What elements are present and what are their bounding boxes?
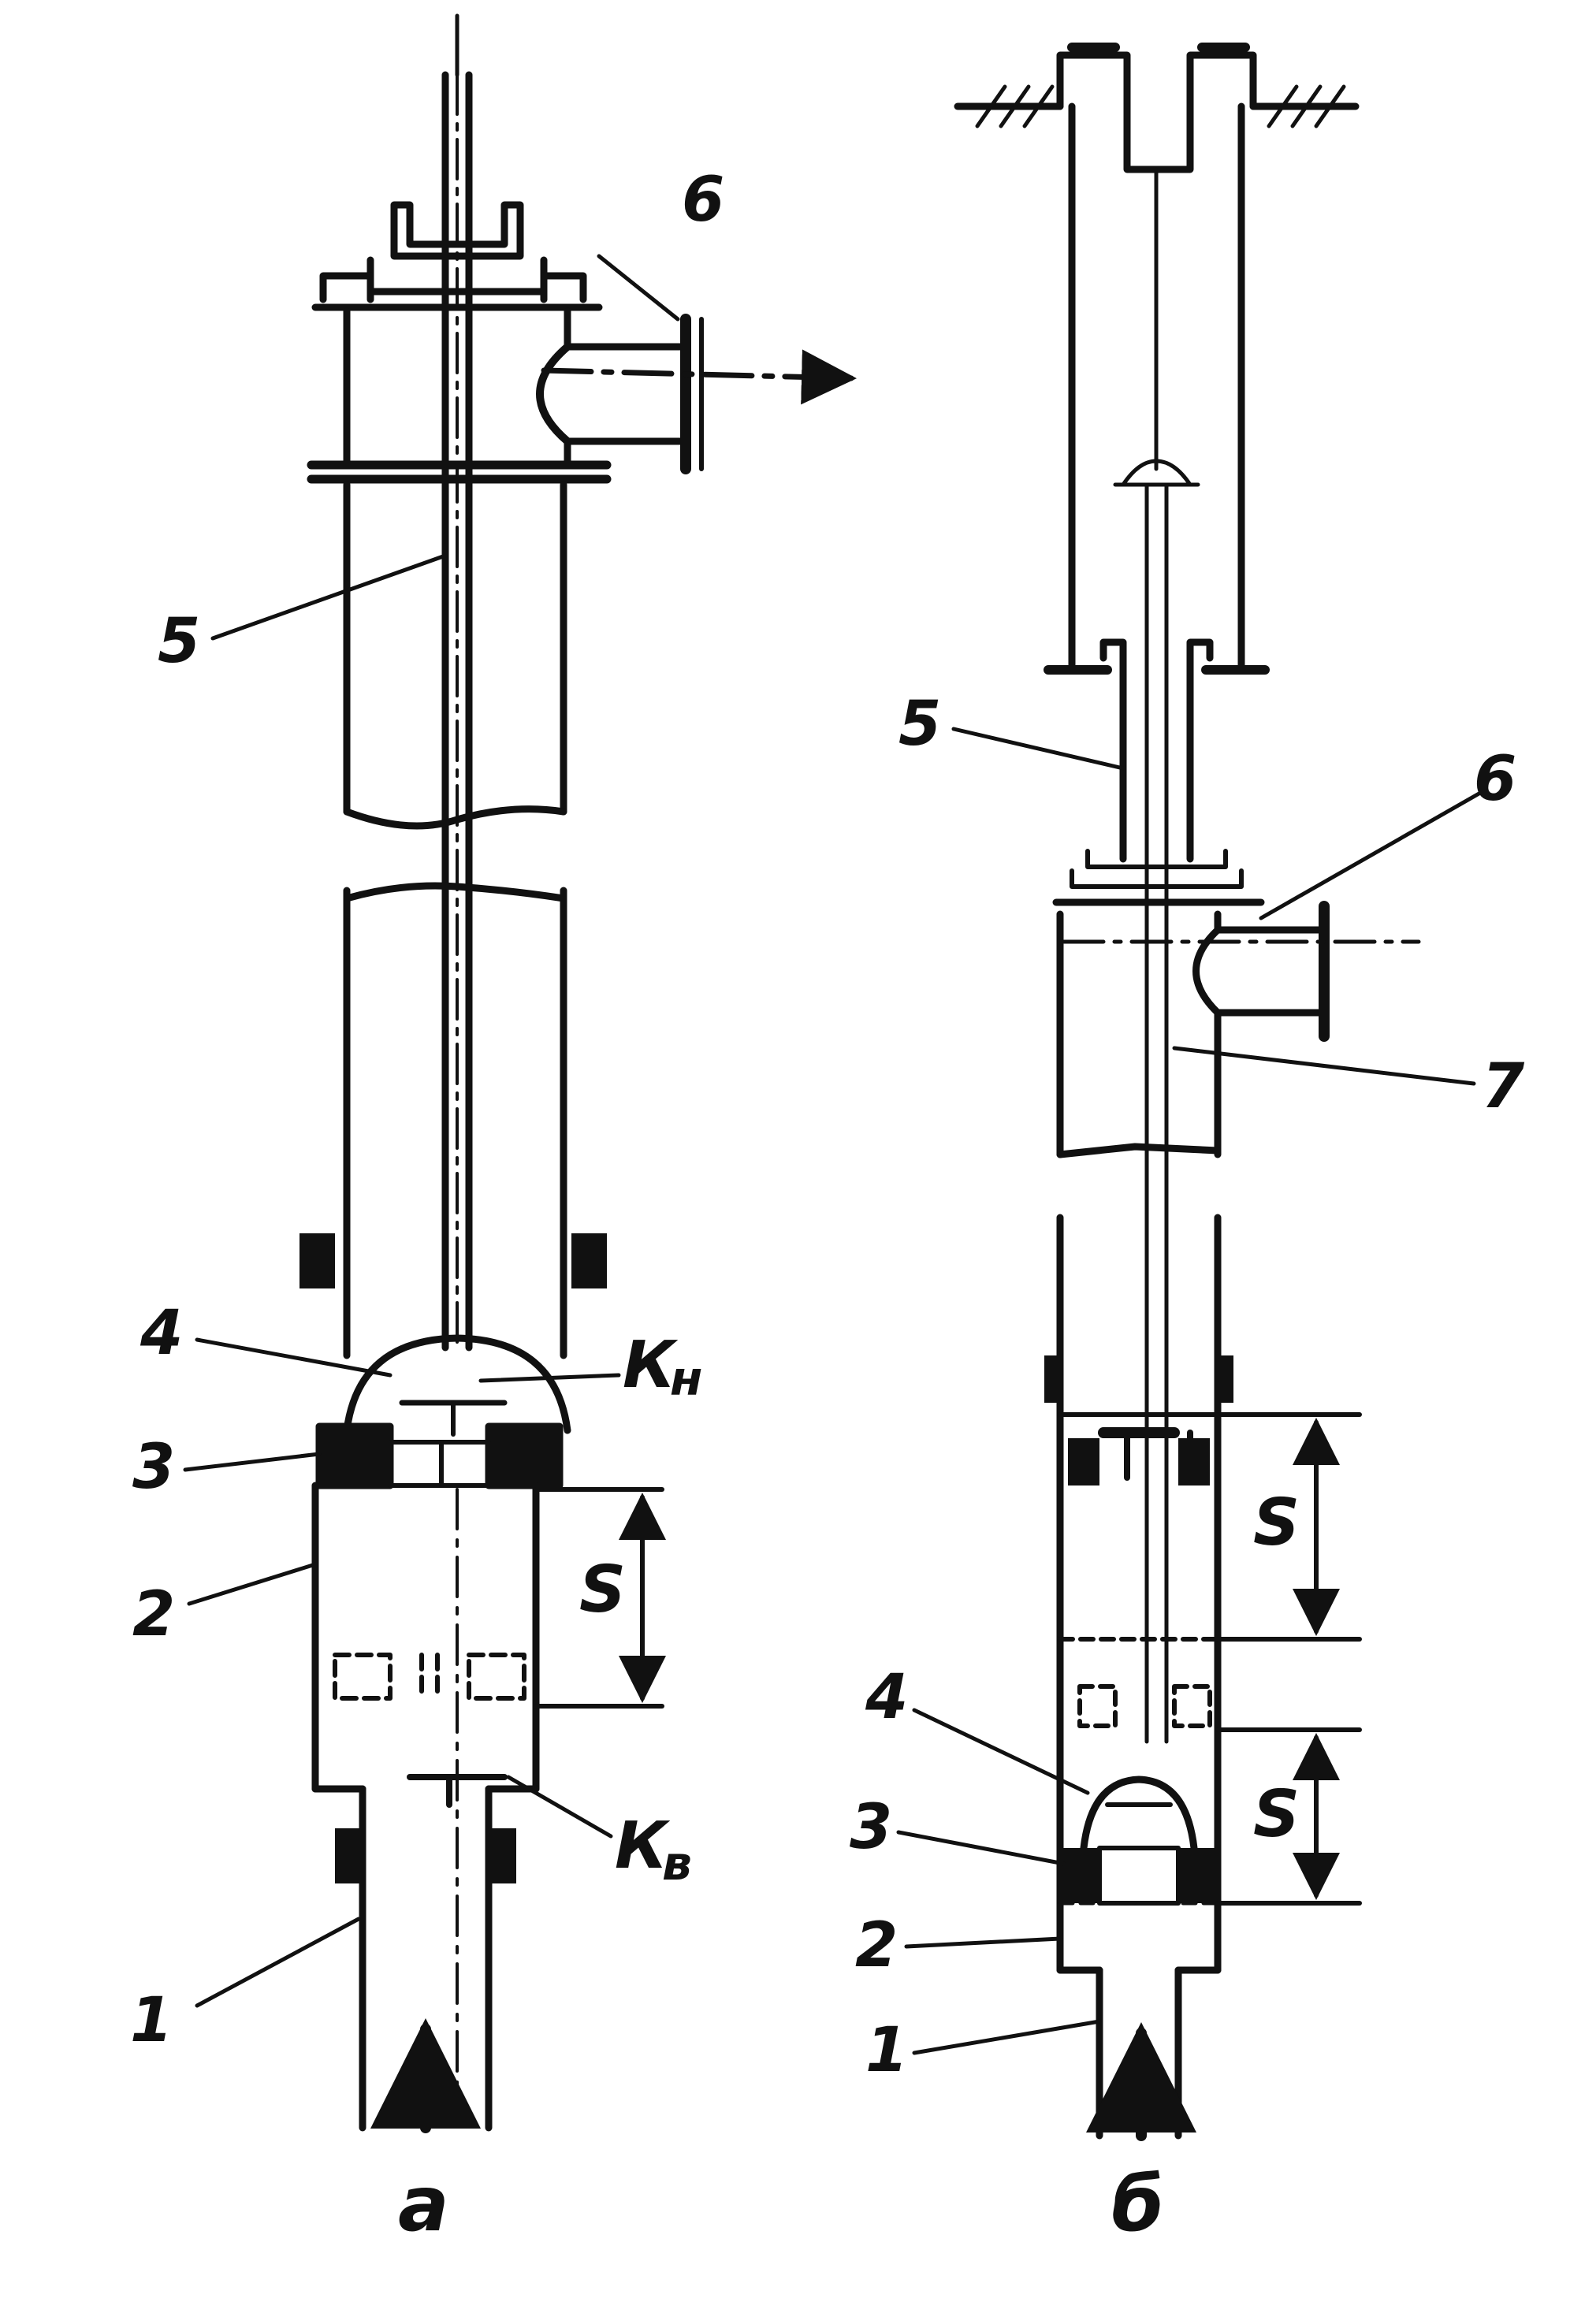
label-b-stroke-upper: S <box>1253 1486 1300 1560</box>
label-a-4: 4 <box>140 1298 183 1369</box>
stuffing-box-a <box>311 201 603 311</box>
label-a-2: 2 <box>132 1579 175 1650</box>
caption-a: а <box>398 2160 449 2248</box>
casing-b <box>1044 102 1270 675</box>
figure-a <box>183 13 857 2133</box>
stroke-dimension-a <box>534 1487 666 1709</box>
outlet-pipe-6-a <box>536 314 857 474</box>
suction-pipe-1-a <box>335 1793 516 2133</box>
wellhead-top-b <box>954 43 1360 173</box>
label-b-7: 7 <box>1482 1051 1525 1122</box>
barrel-2-a <box>311 1482 540 2114</box>
label-b-5: 5 <box>898 689 941 760</box>
outlet-pipe-6-b <box>1062 901 1421 1042</box>
labels-figure-a: 5 6 4 3 2 1 S К н К в а <box>130 165 724 2248</box>
tubing-string-5-b <box>1099 638 1214 863</box>
labels-figure-b: 5 6 7 4 3 2 1 S S б <box>850 689 1525 2248</box>
valve-cage-4-a <box>343 1334 571 1437</box>
label-b-2: 2 <box>855 1910 898 1981</box>
caption-b: б <box>1111 2160 1164 2248</box>
wellhead-tee-a <box>307 307 612 484</box>
figure-b <box>896 43 1484 2141</box>
polished-rod-a <box>441 13 473 1352</box>
label-b-3: 3 <box>850 1792 892 1863</box>
label-b-6: 6 <box>1474 744 1516 815</box>
stroke-dimensions-b <box>1215 1412 1362 1906</box>
wellhead-lower-b <box>1052 849 1265 1158</box>
leaders-a <box>183 254 680 2008</box>
label-a-6: 6 <box>682 165 724 236</box>
label-a-1: 1 <box>130 1985 173 2056</box>
label-a-3: 3 <box>132 1432 175 1503</box>
label-a-valve-suction-sub: в <box>662 1836 692 1891</box>
label-a-valve-discharge: К <box>623 1328 679 1403</box>
label-b-1: 1 <box>865 2015 908 2086</box>
barrel-b <box>1044 1214 1233 1974</box>
leaders-b <box>896 727 1484 2055</box>
suction-pipe-1-b <box>1086 1966 1196 2141</box>
label-a-stroke: S <box>579 1552 626 1627</box>
plunger-3-a <box>315 1422 564 1489</box>
label-a-5: 5 <box>158 606 200 677</box>
label-b-4: 4 <box>865 1662 908 1733</box>
label-a-valve-suction: К <box>615 1809 671 1883</box>
label-a-valve-discharge-sub: н <box>670 1352 702 1407</box>
sucker-rod-b <box>1113 167 1200 1744</box>
label-b-stroke-lower: S <box>1253 1777 1300 1852</box>
tubing-lower-a <box>299 882 607 1359</box>
tubing-upper-a <box>343 481 567 830</box>
